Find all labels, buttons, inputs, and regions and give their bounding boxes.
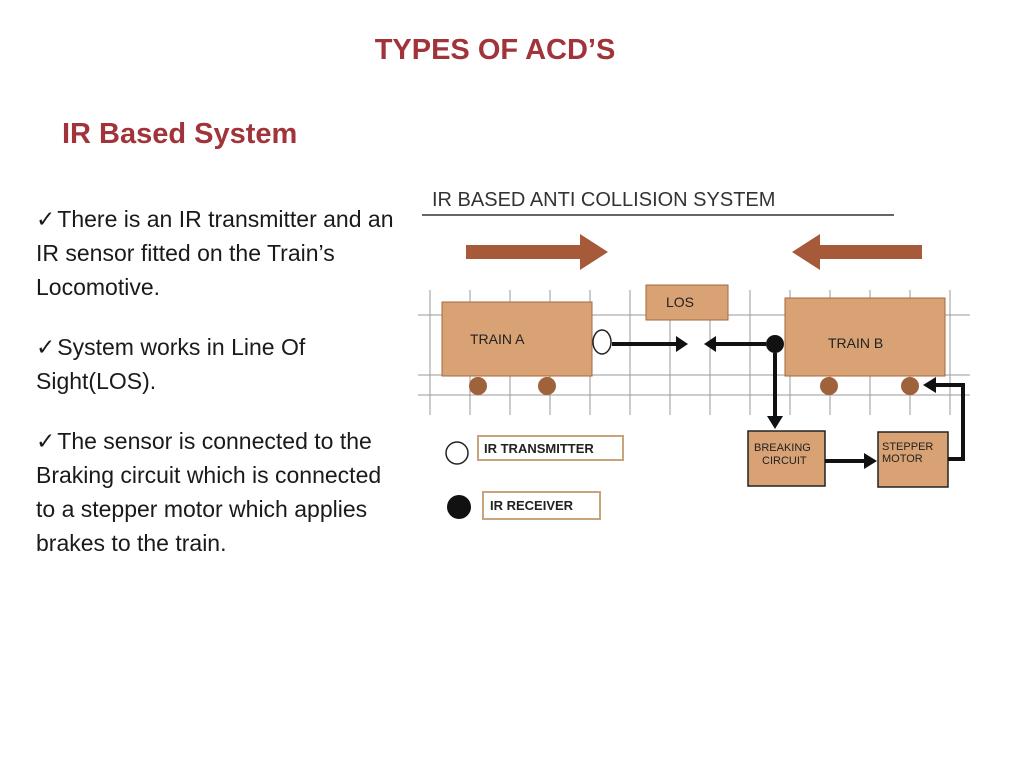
bullet-list: ✓There is an IR transmitter and an IR se… <box>36 202 398 586</box>
slide-title: TYPES OF ACD’S <box>374 34 616 66</box>
checkmark-icon: ✓ <box>36 206 56 232</box>
train-a-wheel <box>538 377 556 395</box>
bullet-item: ✓System works in Line Of Sight(LOS). <box>36 330 398 398</box>
legend-receiver <box>482 491 601 520</box>
ir-beam-arrow <box>704 336 766 352</box>
breaking-circuit-label-2: CIRCUIT <box>762 455 807 467</box>
bullet-item: ✓The sensor is connected to the Braking … <box>36 424 398 560</box>
ir-transmitter-icon <box>592 329 612 355</box>
train-a <box>441 301 593 377</box>
signal-arrow-down <box>767 353 783 429</box>
direction-arrow-right <box>466 234 608 270</box>
bullet-text: System works in Line Of Sight(LOS). <box>36 334 306 394</box>
signal-arrow-right <box>825 453 877 469</box>
stepper-motor-box <box>877 431 949 488</box>
section-subtitle: IR Based System <box>62 118 298 150</box>
checkmark-icon: ✓ <box>36 334 56 360</box>
legend-transmitter-label: IR TRANSMITTER <box>484 441 594 456</box>
train-b-label: TRAIN B <box>828 335 883 351</box>
ir-receiver-icon <box>766 335 784 353</box>
legend-transmitter <box>477 435 624 461</box>
bullet-text: There is an IR transmitter and an IR sen… <box>36 206 394 300</box>
direction-arrow-left <box>792 234 922 270</box>
train-a-label: TRAIN A <box>470 331 525 347</box>
train-a-wheel <box>469 377 487 395</box>
anti-collision-diagram: IR BASED ANTI COLLISION SYSTEM LOS TRAIN… <box>418 189 970 520</box>
train-b <box>784 297 946 377</box>
legend-receiver-label: IR RECEIVER <box>490 498 574 513</box>
breaking-circuit-box <box>747 430 826 487</box>
los-label: LOS <box>666 294 694 310</box>
legend-receiver-icon <box>447 495 471 519</box>
stepper-motor-label-1: STEPPER <box>882 441 933 453</box>
ir-beam-arrow <box>612 336 688 352</box>
train-b-wheel <box>901 377 919 395</box>
bullet-text: The sensor is connected to the Braking c… <box>36 428 382 556</box>
stepper-motor-label-2: MOTOR <box>882 453 923 465</box>
train-b-wheel <box>820 377 838 395</box>
breaking-circuit-label-1: BREAKING <box>754 442 811 454</box>
bullet-item: ✓There is an IR transmitter and an IR se… <box>36 202 398 304</box>
diagram-title: IR BASED ANTI COLLISION SYSTEM <box>432 189 775 211</box>
brake-arrow <box>934 383 965 461</box>
checkmark-icon: ✓ <box>36 428 56 454</box>
los-box <box>645 284 729 321</box>
brake-arrow-head <box>923 377 936 393</box>
legend-transmitter-icon <box>445 441 469 465</box>
